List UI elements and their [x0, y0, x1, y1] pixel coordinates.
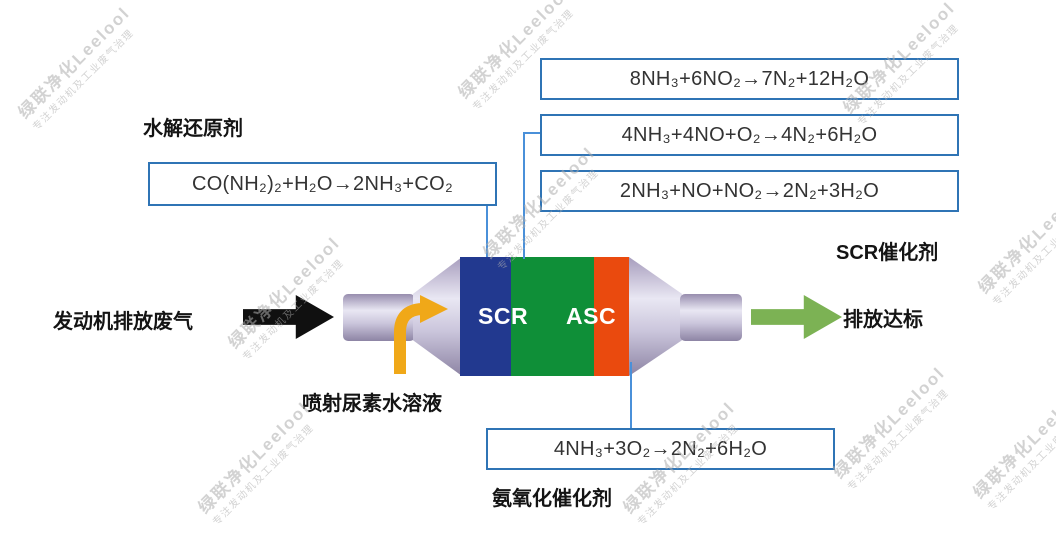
equation-box-standard-scr: 4NH₃+4NO+O₂→4N₂+6H₂O	[540, 114, 959, 156]
label-emission-ok: 排放达标	[843, 309, 923, 331]
equation-box-urea-hydrolysis: CO(NH₂)₂+H₂O→2NH₃+CO₂	[148, 162, 497, 206]
converter-section-blue-scr	[460, 257, 511, 376]
watermark-subtext: 专注发动机及工业废气治理	[845, 387, 952, 493]
label-scr-catalyst: SCR催化剂	[836, 242, 939, 264]
equation-box-fast-scr: 2NH₃+NO+NO₂→2N₂+3H₂O	[540, 170, 959, 212]
equation-standard-scr: 4NH₃+4NO+O₂→4N₂+6H₂O	[621, 123, 878, 146]
label-urea-injection: 喷射尿素水溶液	[302, 393, 442, 415]
equation-box-ammonia-oxidation: 4NH₃+3O₂→2N₂+6H₂O	[486, 428, 835, 470]
watermark-text: 绿联净化Leelool	[969, 383, 1056, 503]
equation-urea-hydrolysis: CO(NH₂)₂+H₂O→2NH₃+CO₂	[191, 172, 454, 195]
equation-no2-scr: 8NH₃+6NO₂→7N₂+12H₂O	[629, 67, 870, 90]
converter-section-green-catalyst	[511, 257, 594, 376]
urea-injection-arrow	[394, 295, 448, 374]
converter-section-orange-asc	[594, 257, 629, 376]
watermark: 绿联净化Leelool 专注发动机及工业废气治理	[224, 232, 355, 363]
watermark-subtext: 专注发动机及工业废气治理	[30, 27, 137, 133]
watermark: 绿联净化Leelool 专注发动机及工业废气治理	[194, 397, 325, 528]
scr-section-label: SCR	[478, 303, 529, 329]
connector-asc-equation-line	[630, 362, 632, 428]
watermark-text: 绿联净化Leelool	[224, 233, 344, 353]
label-engine-exhaust: 发动机排放废气	[53, 311, 193, 333]
watermark-text: 绿联净化Leelool	[194, 398, 314, 518]
watermark: 绿联净化Leelool 专注发动机及工业废气治理	[974, 177, 1056, 308]
exhaust-pipe-outlet	[680, 294, 742, 341]
connector-scr-equations-vertical	[523, 132, 525, 259]
watermark-subtext: 专注发动机及工业废气治理	[210, 422, 317, 528]
equation-box-no2-scr: 8NH₃+6NO₂→7N₂+12H₂O	[540, 58, 959, 100]
outlet-cone	[629, 257, 682, 376]
equation-fast-scr: 2NH₃+NO+NO₂→2N₂+3H₂O	[619, 179, 880, 202]
label-ammonia-oxidation-catalyst: 氨氧化催化剂	[492, 488, 612, 510]
watermark-subtext: 专注发动机及工业废气治理	[985, 407, 1056, 513]
connector-hydrolysis-line	[486, 203, 488, 257]
watermark-text: 绿联净化Leelool	[974, 178, 1056, 298]
clean-exhaust-arrow	[751, 295, 842, 339]
watermark: 绿联净化Leelool 专注发动机及工业废气治理	[829, 362, 960, 493]
connector-scr-equations-horizontal	[523, 132, 541, 134]
watermark-subtext: 专注发动机及工业废气治理	[990, 202, 1056, 308]
equation-ammonia-oxidation: 4NH₃+3O₂→2N₂+6H₂O	[553, 437, 768, 460]
watermark: 绿联净化Leelool 专注发动机及工业废气治理	[14, 2, 145, 133]
watermark: 绿联净化Leelool 专注发动机及工业废气治理	[969, 382, 1056, 513]
watermark-text: 绿联净化Leelool	[14, 3, 134, 123]
label-hydrolysis-agent: 水解还原剂	[143, 118, 243, 140]
watermark-text: 绿联净化Leelool	[829, 363, 949, 483]
exhaust-inlet-arrow	[243, 295, 334, 339]
asc-section-label: ASC	[566, 303, 617, 329]
